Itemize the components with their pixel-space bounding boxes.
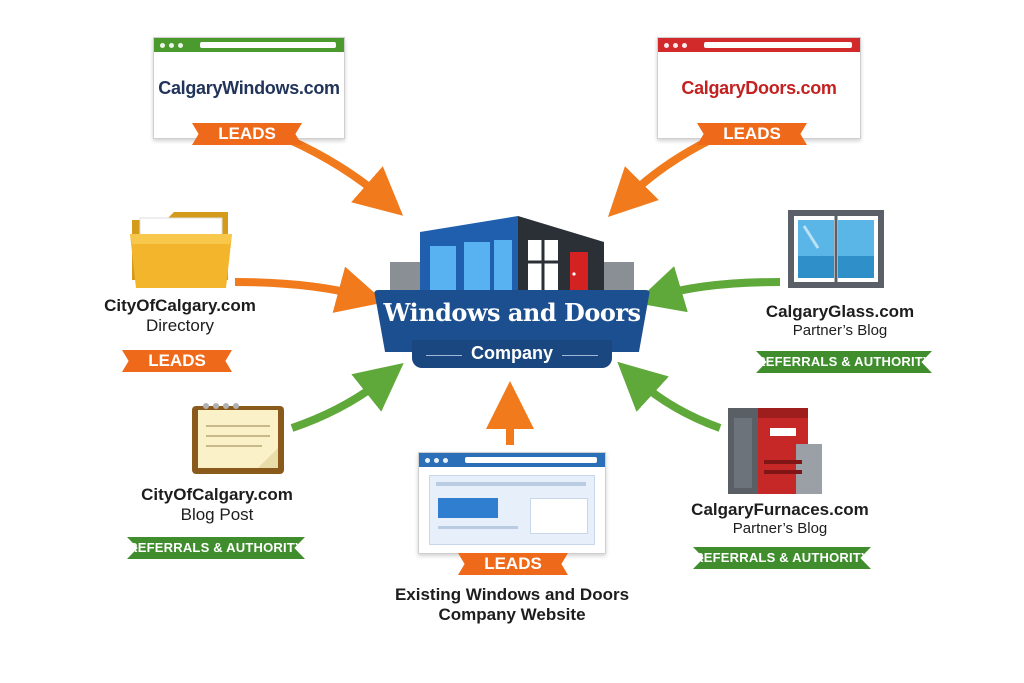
calgaryfurnaces-referrals-badge: REFERRALS & AUTHORITY bbox=[693, 547, 871, 569]
existing-website-browser-card bbox=[418, 452, 606, 554]
logo-divider-right bbox=[562, 355, 598, 356]
arrow-doors-to-center bbox=[608, 136, 712, 217]
website-content-panel bbox=[429, 475, 595, 545]
calgarydoors-leads-badge: LEADS bbox=[697, 123, 807, 145]
blog-post-site-name: CityOfCalgary.com bbox=[141, 485, 293, 504]
calgaryglass-subtitle: Partner’s Blog bbox=[792, 322, 888, 339]
browser-dot-icon bbox=[673, 42, 678, 48]
calgarydoors-site-name: CalgaryDoors.com bbox=[681, 78, 837, 98]
logo-subtitle: Company bbox=[470, 343, 553, 363]
calgaryglass-site-name: CalgaryGlass.com bbox=[765, 302, 915, 321]
calgarywindows-site-name: CalgaryWindows.com bbox=[158, 78, 340, 98]
browser-dot-icon bbox=[443, 457, 448, 463]
browser-dot-icon bbox=[178, 42, 183, 48]
blog-post-referrals-badge: REFERRALS & AUTHORITY bbox=[127, 537, 305, 559]
existing-website-leads-badge: LEADS bbox=[458, 553, 568, 575]
website-content-line bbox=[436, 482, 586, 486]
calgaryglass-label: CalgaryGlass.com Partner’s Blog bbox=[740, 302, 940, 339]
website-image-block bbox=[438, 498, 498, 518]
calgarydoors-browser-card: CalgaryDoors.com bbox=[657, 37, 861, 139]
website-text-line bbox=[438, 526, 518, 529]
existing-website-line1: Existing Windows and Doors bbox=[394, 585, 630, 604]
blog-post-subtitle: Blog Post bbox=[180, 505, 254, 524]
calgarywindows-browser-card: CalgaryWindows.com bbox=[153, 37, 345, 139]
blog-post-label: CityOfCalgary.com Blog Post bbox=[112, 485, 322, 525]
furnace-icon bbox=[728, 408, 822, 494]
browser-dot-icon bbox=[434, 457, 439, 463]
browser-dot-icon bbox=[682, 42, 687, 48]
window-icon bbox=[788, 210, 884, 288]
browser-address-bar bbox=[704, 42, 852, 48]
directory-site-name: CityOfCalgary.com bbox=[104, 296, 256, 315]
browser-dot-icon bbox=[160, 42, 165, 48]
directory-subtitle: Directory bbox=[145, 316, 214, 335]
logo-divider-left bbox=[426, 355, 462, 356]
browser-address-bar bbox=[200, 42, 336, 48]
calgarywindows-leads-badge: LEADS bbox=[192, 123, 302, 145]
browser-address-bar bbox=[465, 457, 597, 463]
logo-subtitle-plate bbox=[412, 340, 612, 368]
arrow-furnaces-to-center bbox=[617, 361, 722, 432]
arrow-blog-to-center bbox=[290, 363, 404, 432]
existing-website-line2: Company Website bbox=[438, 605, 586, 624]
calgaryglass-referrals-badge: REFERRALS & AUTHORITY bbox=[756, 351, 932, 373]
browser-dot-icon bbox=[664, 42, 669, 48]
logo-title: Windows and Doors bbox=[383, 298, 641, 327]
existing-website-label: Existing Windows and Doors Company Websi… bbox=[372, 585, 652, 625]
folder-icon bbox=[130, 212, 232, 288]
arrow-windows-to-center bbox=[288, 136, 404, 216]
calgaryfurnaces-label: CalgaryFurnaces.com Partner’s Blog bbox=[680, 500, 880, 537]
calgaryfurnaces-site-name: CalgaryFurnaces.com bbox=[691, 500, 869, 519]
arrow-glass-to-center bbox=[634, 266, 781, 313]
arrow-directory-to-center bbox=[234, 266, 386, 313]
directory-leads-badge: LEADS bbox=[122, 350, 232, 372]
directory-label: CityOfCalgary.com Directory bbox=[80, 296, 280, 336]
browser-dot-icon bbox=[169, 42, 174, 48]
building-icon bbox=[390, 216, 634, 302]
website-text-block bbox=[530, 498, 588, 534]
browser-dot-icon bbox=[425, 457, 430, 463]
calgaryfurnaces-subtitle: Partner’s Blog bbox=[732, 520, 828, 537]
notepad-icon bbox=[192, 403, 284, 474]
